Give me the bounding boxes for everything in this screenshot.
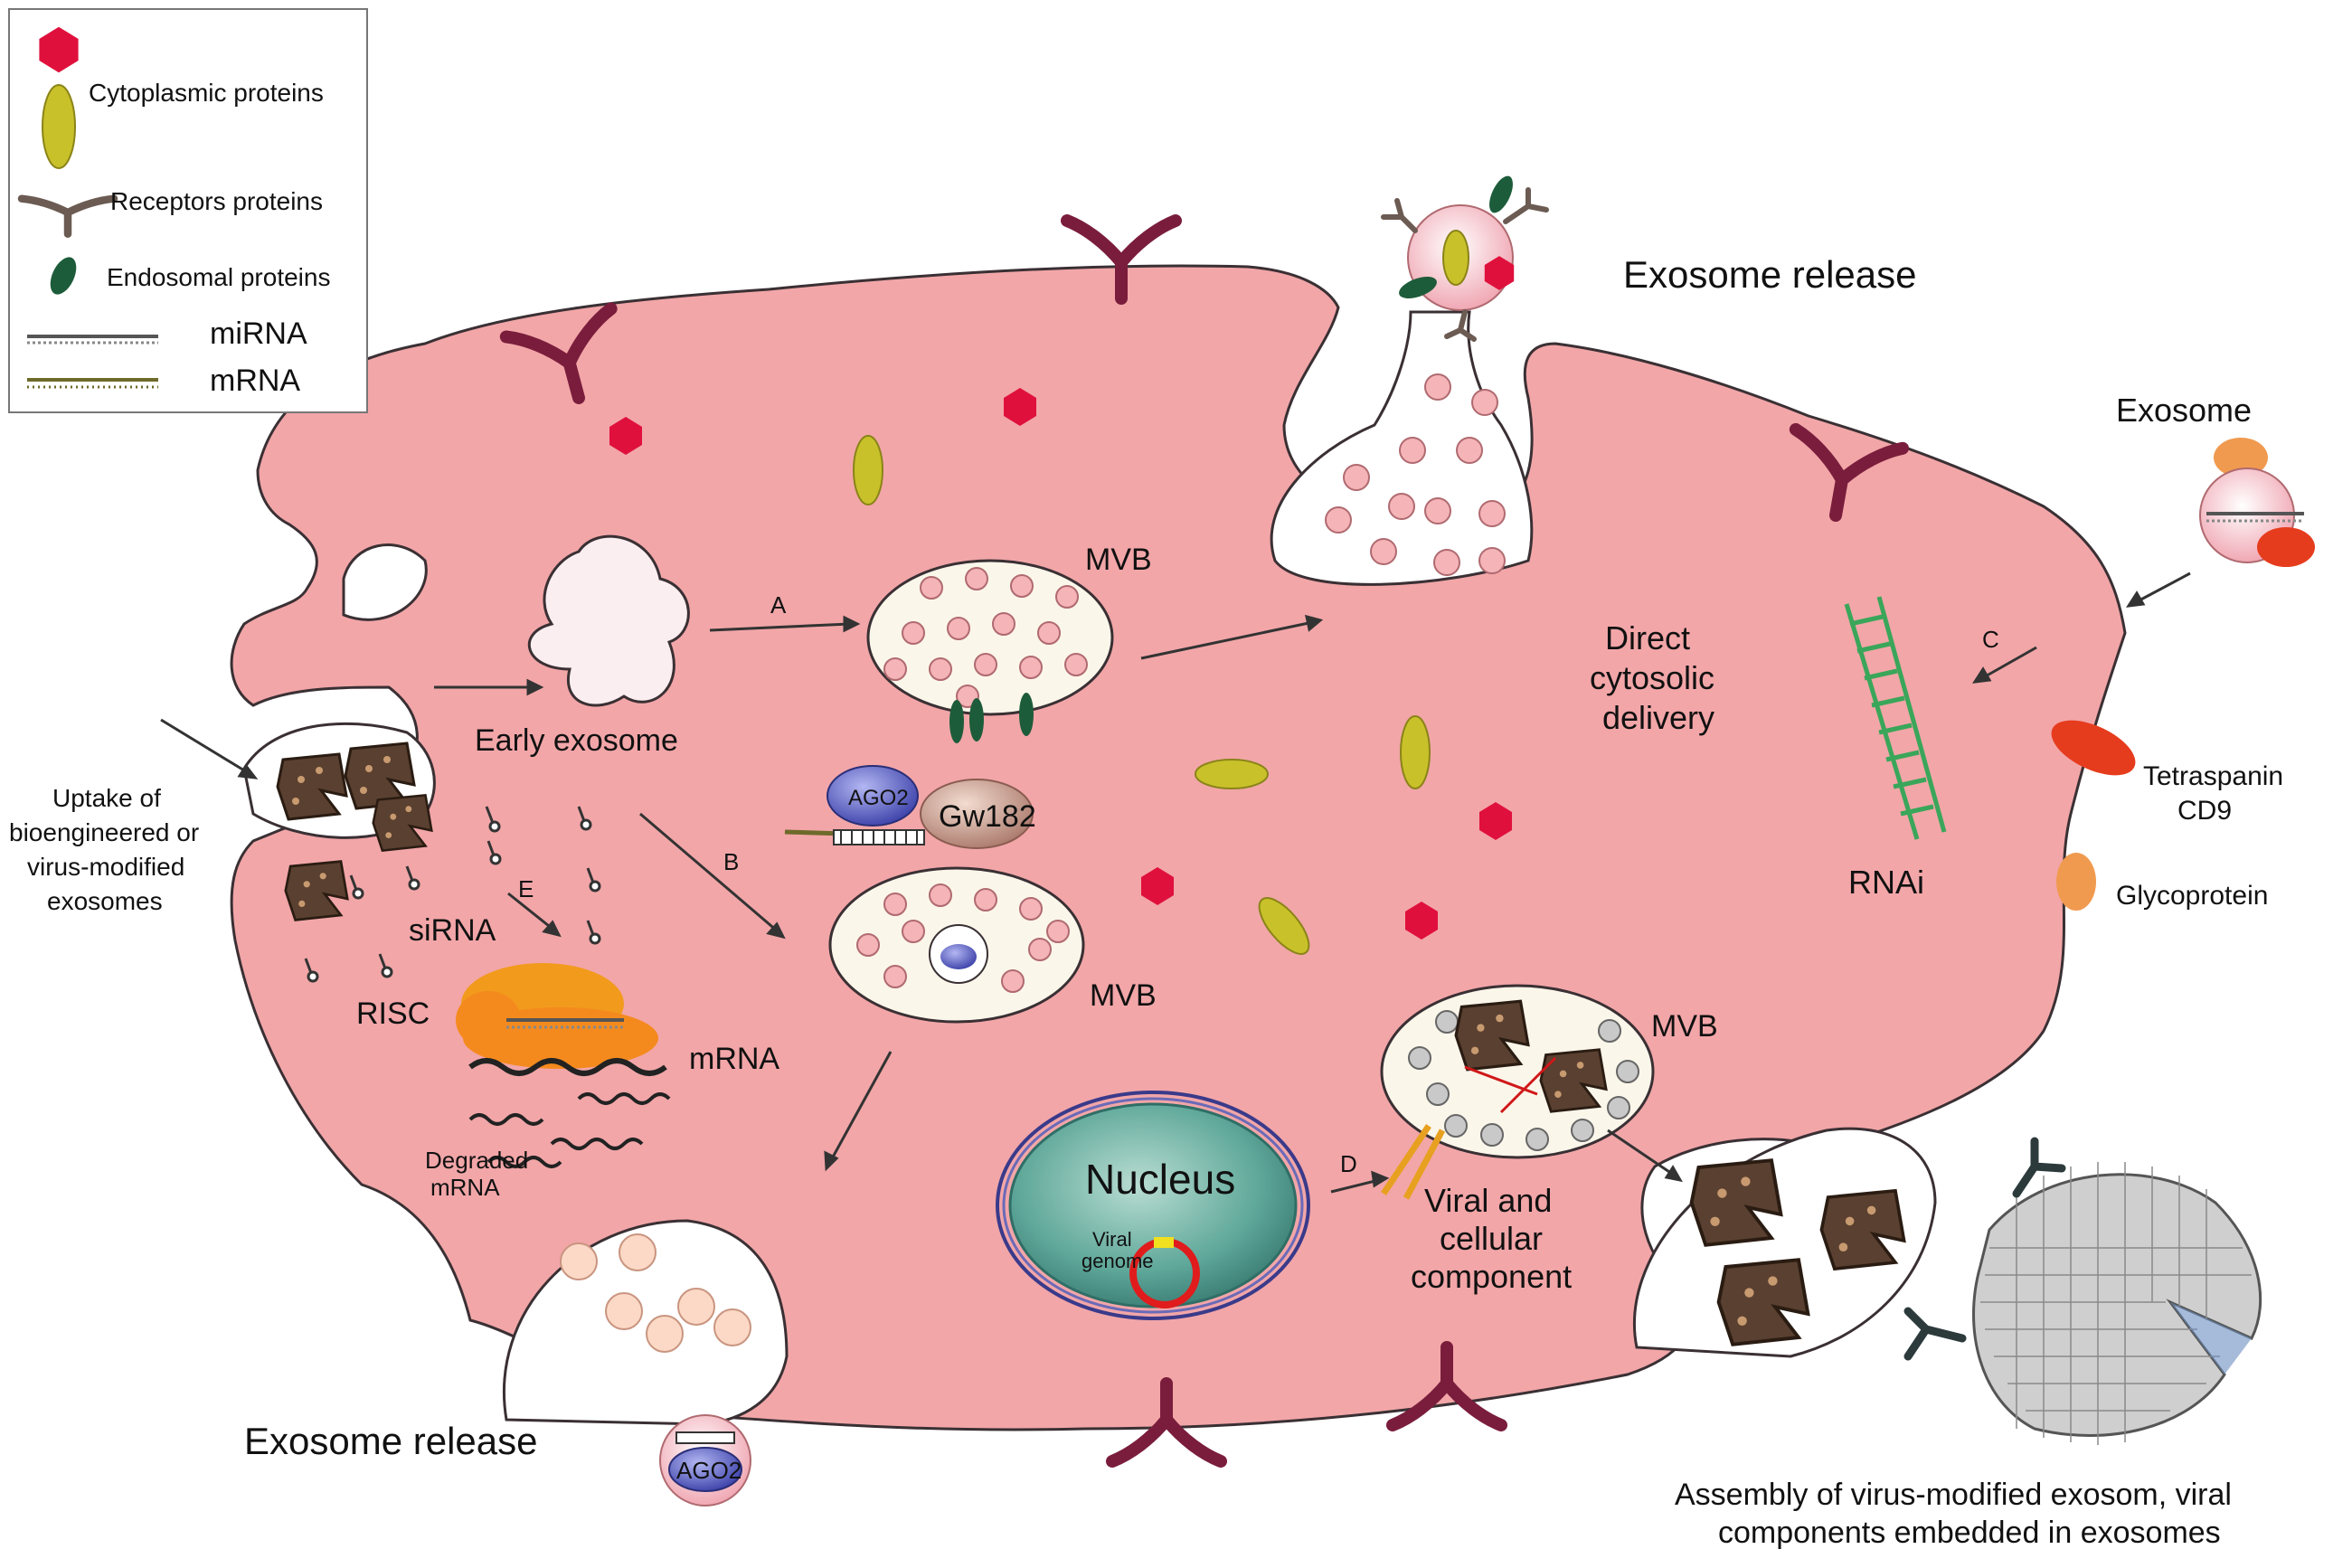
ellipse-icon xyxy=(853,435,883,505)
assembled-virus-exosome xyxy=(1903,1137,2262,1445)
degraded-label-1: Degraded xyxy=(425,1147,528,1174)
viral-component-label-1: Viral and xyxy=(1424,1182,1552,1219)
ellipse-icon xyxy=(1400,715,1431,789)
virus-icon xyxy=(1689,1158,1783,1247)
released-exosome-top xyxy=(1381,175,1549,342)
leaf-icon xyxy=(1019,693,1034,736)
step-c-label: C xyxy=(1982,626,1999,653)
viral-genome-label-2: genome xyxy=(1082,1250,1154,1272)
step-b-label: B xyxy=(723,848,739,875)
assembly-label-1: Assembly of virus-modified exosom, viral xyxy=(1675,1478,2232,1512)
step-a-label: A xyxy=(770,591,787,619)
released-vesicles-bottom xyxy=(560,1233,751,1353)
uptake-label-4: exosomes xyxy=(47,887,163,915)
viral-component-label-3: component xyxy=(1411,1258,1572,1295)
mvb-top xyxy=(866,559,1114,743)
glycoprotein-label: Glycoprotein xyxy=(2116,881,2268,911)
virus-icon xyxy=(372,794,433,852)
degraded-label-2: mRNA xyxy=(430,1174,500,1201)
mvb-lower-label: MVB xyxy=(1651,1009,1718,1044)
step-e-label: E xyxy=(518,875,534,902)
virus-icon xyxy=(1454,999,1530,1072)
tetraspanin-label-2: CD9 xyxy=(2177,796,2232,826)
direct-label-3: delivery xyxy=(1602,699,1714,736)
risc-label: RISC xyxy=(356,997,430,1031)
ellipse-icon xyxy=(1195,759,1269,789)
ago2-label: AGO2 xyxy=(848,786,909,810)
legend-label-receptors: Receptors proteins xyxy=(110,187,323,215)
mrna-strand-icon xyxy=(27,378,158,389)
virus-icon xyxy=(1716,1258,1810,1346)
leaf-icon xyxy=(969,698,984,741)
exosome-release-bottom-label: Exosome release xyxy=(244,1420,538,1462)
leaf-icon xyxy=(50,257,77,295)
ago2-exosome: AGO2 xyxy=(659,1414,751,1507)
tetraspanin-icon xyxy=(2051,720,2136,776)
ago2-bottom-label: AGO2 xyxy=(676,1457,741,1484)
receptor-icon xyxy=(17,194,118,239)
mvb-middle xyxy=(828,866,1085,1024)
rnai-ladder xyxy=(1844,596,1947,840)
sirna-pins xyxy=(304,806,601,983)
mvb-top-label: MVB xyxy=(1085,543,1152,577)
legend: Cytoplasmic proteins Receptors proteins … xyxy=(8,8,368,413)
pathway-arrows xyxy=(160,571,2191,1194)
leaf-icon xyxy=(949,700,964,743)
direct-label-2: cytosolic xyxy=(1590,659,1714,696)
assembly-label-2: components embedded in exosomes xyxy=(1718,1516,2221,1550)
early-exosome-label: Early exosome xyxy=(475,723,678,758)
exosome-label: Exosome xyxy=(2116,392,2252,429)
exocytosis-vesicles xyxy=(1325,373,1506,576)
nucleus xyxy=(996,1091,1310,1320)
uptake-label-3: virus-modified xyxy=(27,853,184,881)
legend-label-mrna: mRNA xyxy=(210,364,300,398)
virus-icon xyxy=(276,752,348,821)
secretion-pocket-right xyxy=(1633,1127,1937,1358)
degraded-mrna-strands xyxy=(468,1092,671,1168)
uptake-label-1: Uptake of xyxy=(52,784,161,812)
step-d-label: D xyxy=(1340,1150,1357,1177)
legend-label-cytoplasmic: Cytoplasmic proteins xyxy=(89,79,324,107)
mrna-label: mRNA xyxy=(689,1042,779,1076)
mvb-viral xyxy=(1380,984,1655,1200)
mirna-strand-icon xyxy=(27,335,158,345)
virus-icon xyxy=(1539,1048,1608,1113)
risc-complex xyxy=(456,963,667,1076)
incoming-exosome xyxy=(2199,438,2315,567)
tetraspanin-label-1: Tetraspanin xyxy=(2143,761,2283,791)
sirna-label: siRNA xyxy=(409,913,496,948)
exosome-release-top-label: Exosome release xyxy=(1623,253,1917,296)
uptake-label-2: bioengineered or xyxy=(9,818,199,846)
gw182-label: Gw182 xyxy=(939,799,1036,834)
ellipse-icon xyxy=(1258,897,1310,955)
virus-icon xyxy=(284,860,349,921)
mvb-middle-label: MVB xyxy=(1090,978,1157,1013)
ellipse-icon xyxy=(42,84,76,169)
viral-component-label-2: cellular xyxy=(1440,1220,1543,1257)
legend-label-endosomal: Endosomal proteins xyxy=(107,263,330,291)
virus-icon xyxy=(1819,1189,1906,1270)
legend-label-mirna: miRNA xyxy=(210,316,307,351)
viral-genome-label-1: Viral xyxy=(1092,1228,1132,1251)
glycoprotein-icon xyxy=(2056,853,2096,911)
direct-label-1: Direct xyxy=(1605,619,1690,656)
early-exosome-shape xyxy=(527,534,690,707)
cytoplasmic-ellipses xyxy=(853,435,1431,955)
ago2-gw182-complex: AGO2 Gw182 xyxy=(784,765,1036,849)
nucleus-label: Nucleus xyxy=(1085,1156,1235,1203)
rnai-label: RNAi xyxy=(1848,864,1924,901)
